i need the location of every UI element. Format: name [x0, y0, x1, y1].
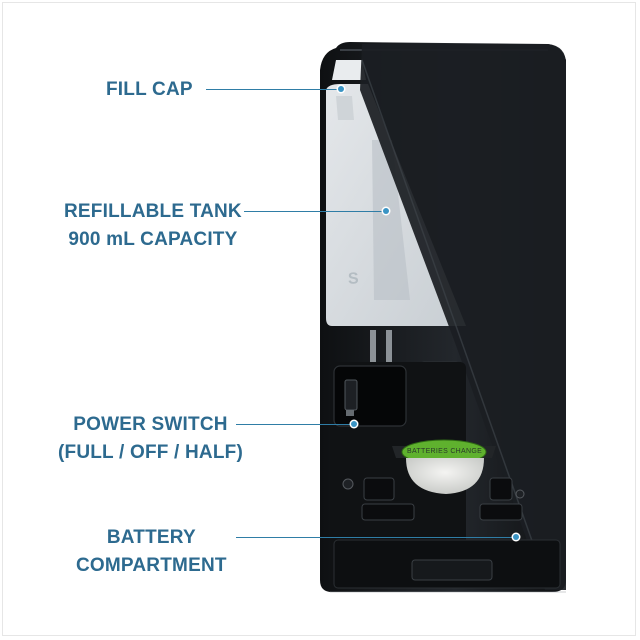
battery-leader-line: [236, 537, 516, 538]
left-clip-upper: [363, 477, 395, 501]
tank-label: REFILLABLE TANK 900 mL CAPACITY: [64, 198, 242, 254]
power-switch-label-line1: POWER SWITCH: [73, 414, 228, 435]
power-switch-leader-line: [236, 424, 352, 425]
power-switch-marker: [351, 421, 357, 427]
power-switch-label-line2: (FULL / OFF / HALF): [58, 442, 243, 463]
battery-label-line1: BATTERY: [106, 527, 196, 548]
pump-rod-left: [370, 330, 376, 366]
front-cover-edge: [361, 59, 549, 587]
power-switch-label: POWER SWITCH (FULL / OFF / HALF): [58, 411, 243, 467]
tank-cap-recess: [336, 96, 354, 120]
battery-label: BATTERIES CHANGE: [407, 448, 483, 455]
tank-embossed-logo: S: [347, 269, 394, 288]
tank-label-line2: 900 mL CAPACITY: [68, 229, 238, 250]
switch-indicator: [346, 410, 354, 416]
front-cover: [360, 44, 566, 590]
left-clip-lower: [361, 503, 415, 521]
power-switch-slider: [344, 379, 358, 411]
screw-right: [515, 489, 525, 499]
tank-leader-line: [244, 211, 384, 212]
battery-marker: [513, 534, 519, 540]
right-clip-upper: [489, 477, 513, 501]
bottom-lip: [411, 559, 493, 581]
fill-cap-leader-line: [206, 89, 340, 90]
battery-cell: [406, 458, 484, 494]
right-clip-lower: [479, 503, 523, 521]
pump-rod-right: [386, 330, 392, 366]
fill-cap-marker: [338, 86, 344, 92]
battery-label-line2: COMPARTMENT: [76, 555, 227, 576]
tank-inner-shadow: [372, 140, 410, 300]
fill-cap-label-line1: FILL CAP: [106, 79, 193, 100]
fill-cap: [332, 60, 366, 80]
fill-cap-label: FILL CAP: [106, 76, 193, 104]
screw-left: [342, 478, 354, 490]
battery-label-callout: BATTERY COMPARTMENT: [76, 524, 227, 580]
tank-label-line1: REFILLABLE TANK: [64, 201, 242, 222]
tank-marker: [383, 208, 389, 214]
